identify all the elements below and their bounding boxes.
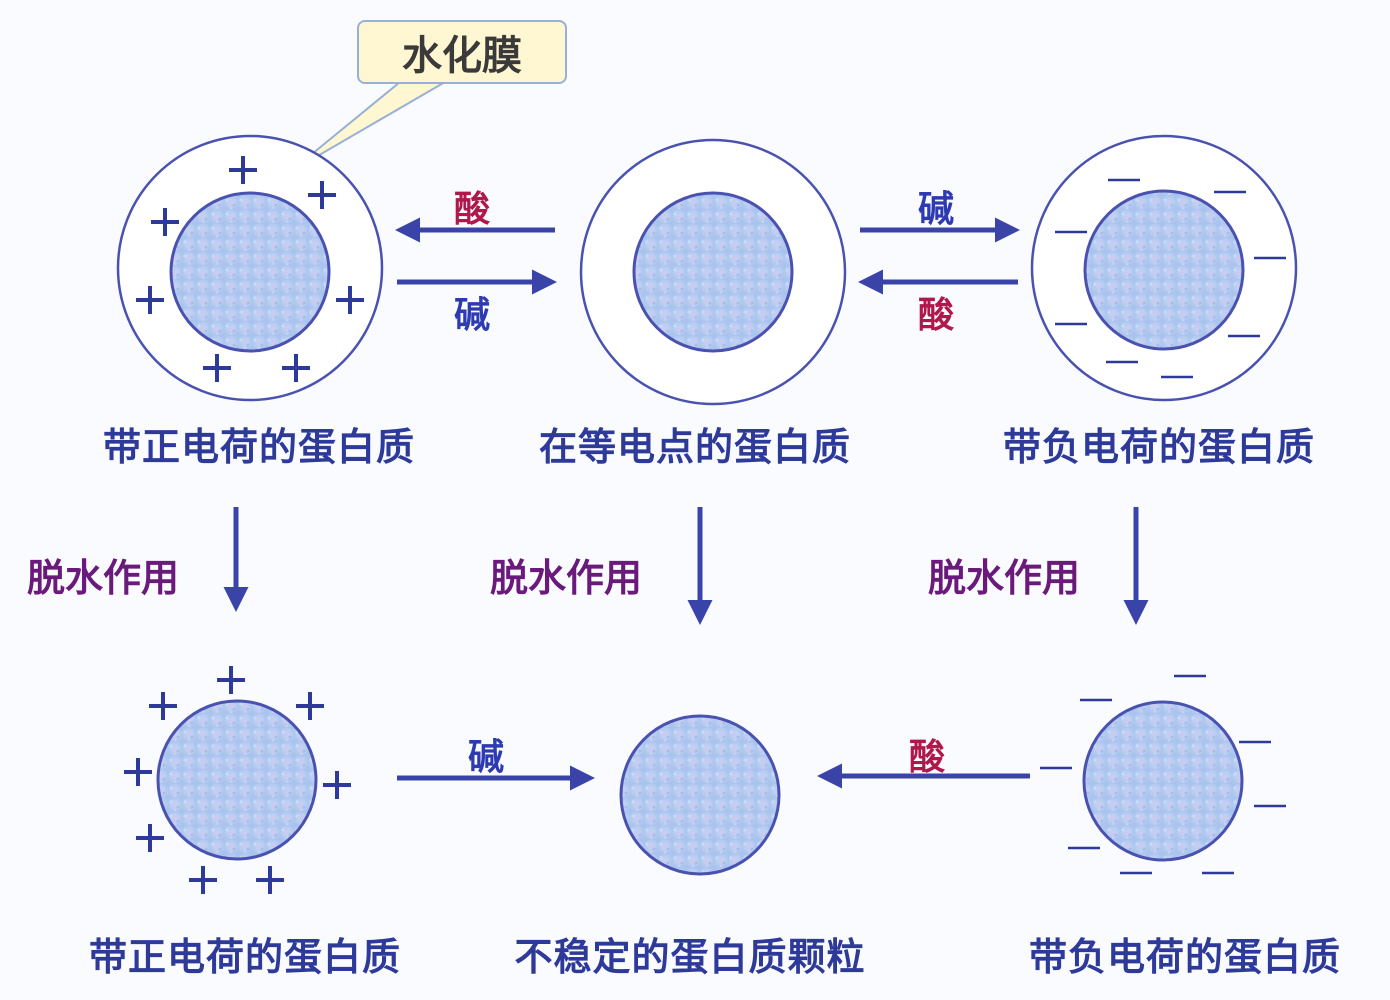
label-negative-protein-bottom: 带负电荷的蛋白质 xyxy=(1028,935,1342,979)
positive-charge-mark xyxy=(149,692,177,720)
protein-core xyxy=(169,191,331,353)
protein-core xyxy=(632,191,794,353)
label-positive-protein-bottom: 带正电荷的蛋白质 xyxy=(88,935,402,979)
positive-charge-mark xyxy=(336,286,364,314)
process-dehydration-right: 脱水作用 xyxy=(928,556,1081,600)
process-dehydration-middle: 脱水作用 xyxy=(490,556,643,600)
label-base-top-right: 碱 xyxy=(917,189,955,230)
protein-isoelectric-hydrated xyxy=(579,138,847,406)
positive-charge-mark xyxy=(136,824,164,852)
positive-charge-mark xyxy=(203,354,231,382)
positive-charge-mark xyxy=(124,758,152,786)
label-acid-bottom: 酸 xyxy=(908,737,946,778)
positive-charge-mark xyxy=(308,181,336,209)
label-unstable-protein: 不稳定的蛋白质颗粒 xyxy=(514,935,866,979)
positive-charge-mark xyxy=(151,208,179,236)
charge-marks xyxy=(124,156,1286,894)
positive-charge-mark xyxy=(217,666,245,694)
positive-charge-mark xyxy=(323,771,351,799)
label-isoelectric-protein: 在等电点的蛋白质 xyxy=(538,425,852,469)
label-acid-top-right: 酸 xyxy=(917,295,955,336)
protein-positive-dehydrated xyxy=(156,699,318,861)
positive-charge-mark xyxy=(189,866,217,894)
positive-charge-mark xyxy=(282,354,310,382)
protein-positive-hydrated xyxy=(116,134,384,402)
label-negative-protein-top: 带负电荷的蛋白质 xyxy=(1002,425,1316,469)
label-base-bottom: 碱 xyxy=(467,737,505,778)
hydration-film-callout: 水化膜 xyxy=(357,20,567,84)
positive-charge-mark xyxy=(256,866,284,894)
protein-unstable xyxy=(619,714,781,876)
protein-core xyxy=(1083,189,1245,351)
positive-charge-mark xyxy=(136,286,164,314)
protein-negative-hydrated xyxy=(1030,134,1298,402)
label-positive-protein-top: 带正电荷的蛋白质 xyxy=(102,425,416,469)
process-dehydration-left: 脱水作用 xyxy=(27,556,180,600)
label-acid-top-left: 酸 xyxy=(453,189,491,230)
positive-charge-mark xyxy=(229,156,257,184)
protein-negative-dehydrated xyxy=(1082,700,1244,862)
positive-charge-mark xyxy=(296,692,324,720)
label-base-top-left: 碱 xyxy=(453,295,491,336)
